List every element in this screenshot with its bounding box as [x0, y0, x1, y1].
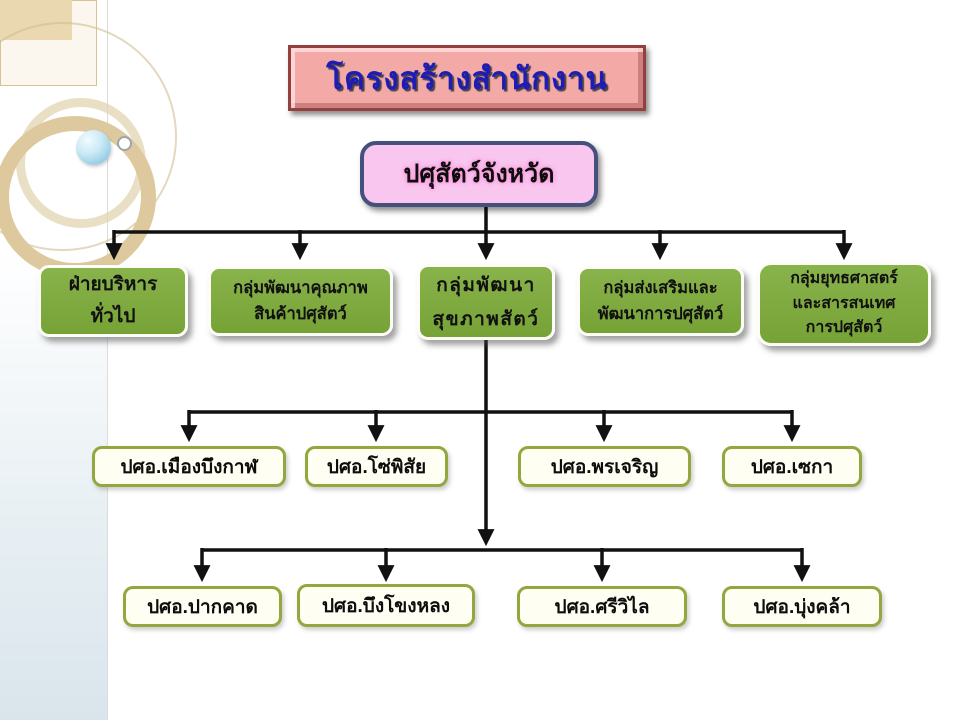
group-node-label: กลุ่มส่งเสริมและ พัฒนาการปศุสัตว์ — [597, 278, 724, 323]
slide-title-banner: โครงสร้างสำนักงาน — [288, 45, 646, 111]
slide-title: โครงสร้างสำนักงาน — [326, 61, 608, 96]
node-district-bung-khla: ปศอ.บุ่งคล้า — [722, 586, 882, 627]
decor-small-circle — [117, 136, 132, 151]
decor-blue-sphere — [76, 130, 111, 165]
district-node-label: ปศอ.ปากคาด — [147, 596, 258, 618]
node-general-admin-division: ฝ่ายบริหาร ทั่วไป — [38, 265, 188, 337]
node-livestock-product-quality-group: กลุ่มพัฒนาคุณภาพ สินค้าปศุสัตว์ — [208, 266, 393, 336]
node-animal-health-group: กลุ่มพัฒนา สุขภาพสัตว์ — [417, 264, 555, 340]
node-district-si-wilai: ปศอ.ศรีวิไล — [517, 586, 687, 627]
node-district-so-phisai: ปศอ.โซ่พิสัย — [305, 446, 448, 487]
node-district-mueang-bueng-kan: ปศอ.เมืองบึงกาฬ — [92, 446, 286, 487]
group-node-label: กลุ่มยุทธศาสตร์ และสารสนเทศ การปศุสัตว์ — [790, 269, 898, 337]
node-livestock-promotion-group: กลุ่มส่งเสริมและ พัฒนาการปศุสัตว์ — [577, 266, 744, 336]
district-node-label: ปศอ.บุ่งคล้า — [753, 596, 851, 618]
district-node-label: ปศอ.เซกา — [750, 456, 834, 478]
district-node-label: ปศอ.บึงโขงหลง — [321, 595, 451, 617]
left-decoration-strip — [0, 0, 177, 720]
node-district-seka: ปศอ.เซกา — [722, 446, 862, 487]
node-district-phon-charoen: ปศอ.พรเจริญ — [518, 446, 691, 487]
district-node-label: ปศอ.พรเจริญ — [550, 456, 659, 478]
root-node-label: ปศุสัตว์จังหวัด — [403, 160, 555, 188]
group-node-label: กลุ่มพัฒนาคุณภาพ สินค้าปศุสัตว์ — [233, 278, 368, 323]
node-provincial-livestock-office: ปศุสัตว์จังหวัด — [360, 141, 598, 207]
node-strategy-information-group: กลุ่มยุทธศาสตร์ และสารสนเทศ การปศุสัตว์ — [757, 262, 931, 346]
group-node-label: ฝ่ายบริหาร ทั่วไป — [68, 273, 158, 327]
district-node-label: ปศอ.เมืองบึงกาฬ — [120, 456, 258, 478]
district-node-label: ปศอ.โซ่พิสัย — [326, 456, 427, 478]
group-node-label: กลุ่มพัฒนา สุขภาพสัตว์ — [432, 273, 540, 330]
district-node-label: ปศอ.ศรีวิไล — [554, 596, 650, 618]
node-district-pak-khat: ปศอ.ปากคาด — [123, 586, 282, 627]
node-district-bueng-khong-long: ปศอ.บึงโขงหลง — [297, 584, 475, 627]
